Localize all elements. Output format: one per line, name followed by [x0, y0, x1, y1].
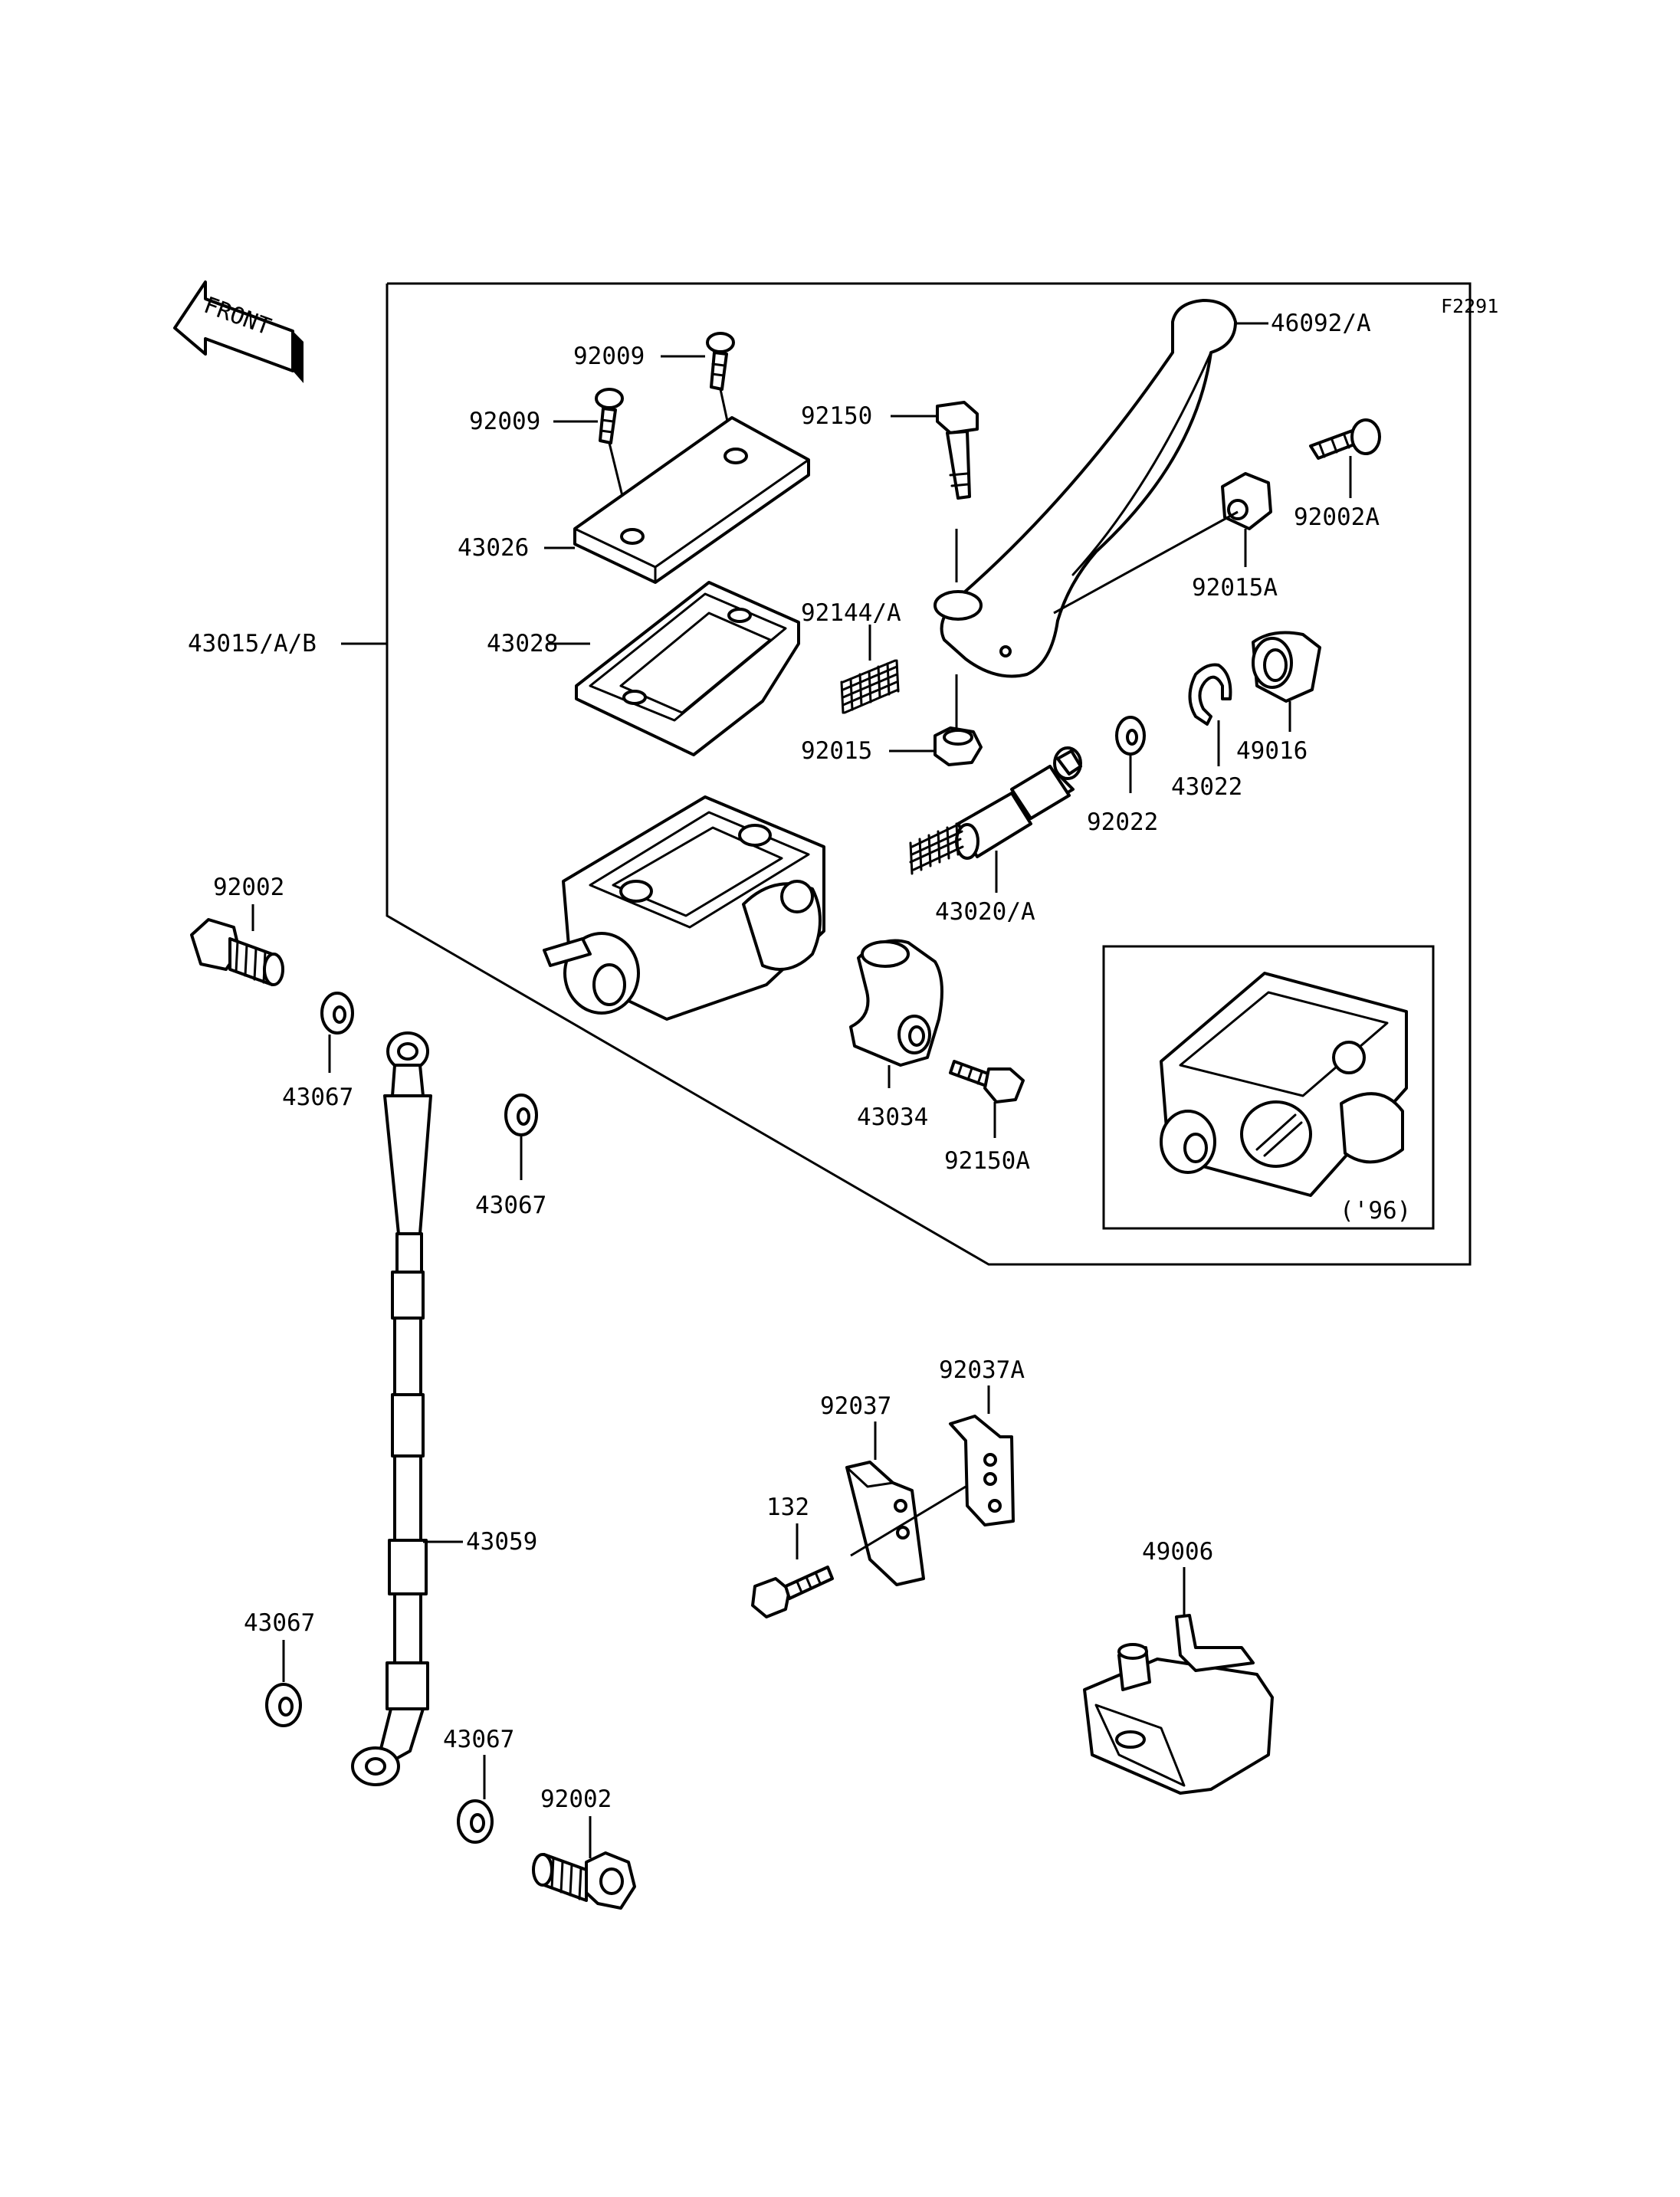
- callout-43020A: 43020/A: [935, 898, 1035, 926]
- callout-43067-bottom-mid: 43067: [443, 1726, 514, 1753]
- callout-43059: 43059: [466, 1528, 537, 1556]
- inset-label: ('96): [1340, 1197, 1411, 1225]
- inset-1996-box: ('96): [1102, 945, 1435, 1230]
- nut-92015A: [1221, 472, 1272, 530]
- callout-92150: 92150: [801, 402, 872, 430]
- callout-43067-top-left: 43067: [282, 1084, 353, 1111]
- callout-92144A: 92144/A: [801, 599, 901, 627]
- brake-hose: [351, 1031, 432, 1786]
- callout-43022: 43022: [1171, 773, 1242, 801]
- callout-46092A: 46092/A: [1271, 310, 1371, 337]
- circlip-43022: [1188, 663, 1232, 726]
- reservoir-cap: [573, 416, 810, 584]
- callout-43067-top-mid: 43067: [475, 1192, 546, 1219]
- washer-43067-top-mid: [504, 1094, 538, 1136]
- piston-set: [909, 746, 1082, 875]
- callout-92002A: 92002A: [1294, 503, 1380, 531]
- callout-49016: 49016: [1236, 737, 1308, 765]
- boot-49016: [1252, 631, 1321, 703]
- holder-43034: [849, 939, 943, 1067]
- small-bolt-92002A: [1309, 418, 1381, 460]
- banjo-bolt-92002-bottom: [532, 1851, 636, 1910]
- lever-spring: [840, 659, 900, 714]
- master-cylinder-body: [543, 795, 825, 1021]
- clamp-bolt-132: [751, 1566, 834, 1618]
- screw-92009-left: [595, 388, 624, 444]
- callout-49006: 49006: [1142, 1538, 1213, 1566]
- callout-43034: 43034: [857, 1103, 928, 1131]
- holder-bolt-92150A: [949, 1060, 1025, 1103]
- front-arrow-icon: FRONT: [173, 280, 304, 383]
- clamp-92037: [845, 1461, 925, 1586]
- callout-92037A: 92037A: [939, 1356, 1025, 1384]
- callout-132: 132: [766, 1494, 809, 1521]
- callout-43026: 43026: [458, 534, 529, 562]
- washer-92022: [1115, 716, 1146, 756]
- assembly-boundary: [386, 282, 1472, 1266]
- diaphragm-43028: [575, 581, 800, 756]
- callout-92022: 92022: [1087, 808, 1158, 836]
- callout-43067-bottom-left: 43067: [244, 1609, 315, 1637]
- callout-92037: 92037: [820, 1392, 891, 1420]
- clamp-92037A: [949, 1415, 1015, 1526]
- pivot-bolt-92150: [936, 401, 979, 500]
- callout-43015AB: 43015/A/B: [188, 630, 317, 657]
- callout-92009-right: 92009: [573, 343, 645, 370]
- nut-92015: [934, 726, 983, 766]
- brake-switch-49006: [1083, 1614, 1274, 1795]
- callout-43028: 43028: [487, 630, 558, 657]
- callout-92002-top: 92002: [213, 874, 284, 901]
- callout-92150A: 92150A: [944, 1147, 1030, 1175]
- callout-92015: 92015: [801, 737, 872, 765]
- screw-92009-right: [706, 332, 735, 391]
- callout-92002-bottom: 92002: [540, 1785, 612, 1813]
- banjo-bolt-92002-top: [190, 918, 284, 986]
- callout-92015A: 92015A: [1192, 574, 1278, 602]
- washer-43067-top-left: [320, 992, 354, 1035]
- washer-43067-bottom-mid: [457, 1799, 494, 1844]
- brake-lever: [934, 299, 1237, 678]
- washer-43067-bottom-left: [265, 1683, 302, 1727]
- callout-92009-left: 92009: [469, 408, 540, 435]
